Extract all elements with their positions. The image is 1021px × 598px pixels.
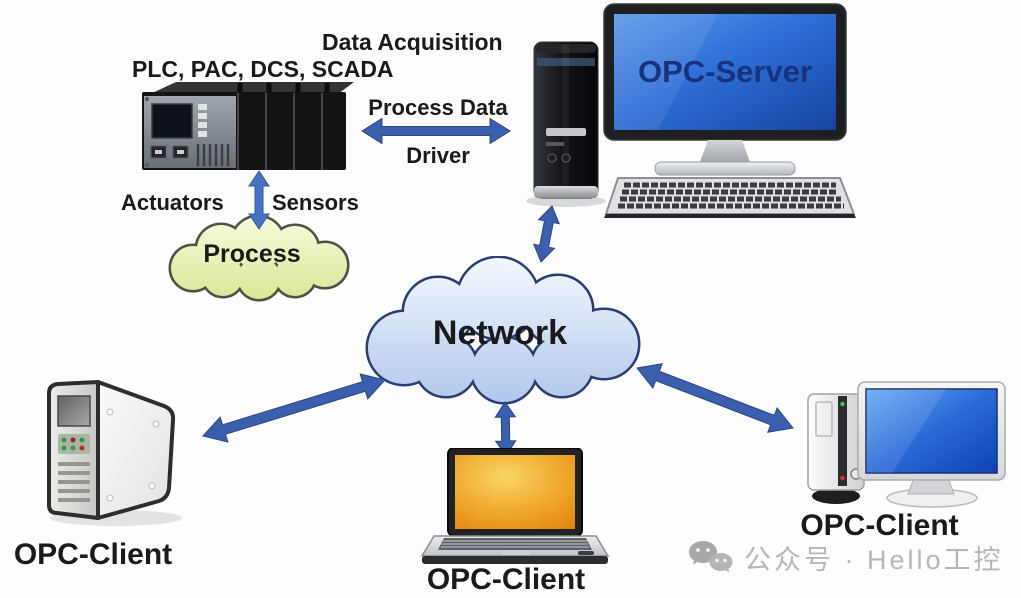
client-left-vents	[58, 462, 90, 502]
wechat-icon	[689, 540, 733, 572]
process-data-label: Process Data	[368, 95, 508, 120]
arrow-plc-server	[361, 117, 511, 145]
server-tower-illustration	[526, 41, 606, 207]
client-right-tower-base	[812, 488, 860, 504]
opc-client-right-label: OPC-Client	[800, 509, 959, 542]
client-right-desktop-illustration	[807, 381, 1006, 508]
network-cloud	[365, 256, 641, 405]
arrow-network-client-right	[636, 363, 794, 433]
process-cloud	[168, 216, 350, 302]
plc-vents	[196, 144, 230, 166]
opc-client-left-label: OPC-Client	[13, 538, 173, 571]
laptop-screen	[455, 455, 575, 529]
opc-server-label: OPC-Server	[637, 54, 813, 89]
sensors-label: Sensors	[272, 190, 359, 215]
client-laptop-illustration	[420, 448, 610, 564]
opc-client-center-label: OPC-Client	[426, 563, 586, 596]
plc-pac-dcs-scada-label: PLC, PAC, DCS, SCADA	[132, 56, 394, 82]
client-left-tower-illustration	[47, 380, 182, 526]
actuators-label: Actuators	[121, 190, 224, 215]
process-label: Process	[203, 240, 301, 268]
laptop-touchpad	[502, 551, 530, 555]
server-keyboard-illustration	[604, 177, 856, 218]
data-acquisition-label: Data Acquisition	[322, 29, 503, 55]
arrow-server-network	[532, 205, 561, 263]
server-monitor-illustration	[603, 3, 847, 176]
client-left-led-panel	[58, 434, 90, 454]
driver-label: Driver	[406, 143, 470, 168]
server-drive-slot	[546, 128, 586, 136]
server-screen	[614, 14, 836, 130]
watermark: 公众号 · Hello工控	[688, 538, 1004, 577]
client-left-drive-bay	[57, 395, 91, 427]
network-label: Network	[432, 314, 568, 352]
server-power-glow	[537, 58, 595, 66]
watermark-text: 公众号 · Hello工控	[744, 545, 1004, 575]
client-right-screen	[865, 388, 998, 474]
plc-rack-illustration	[142, 82, 354, 170]
client-right-front-stripe	[838, 396, 847, 486]
plc-display	[151, 103, 193, 139]
